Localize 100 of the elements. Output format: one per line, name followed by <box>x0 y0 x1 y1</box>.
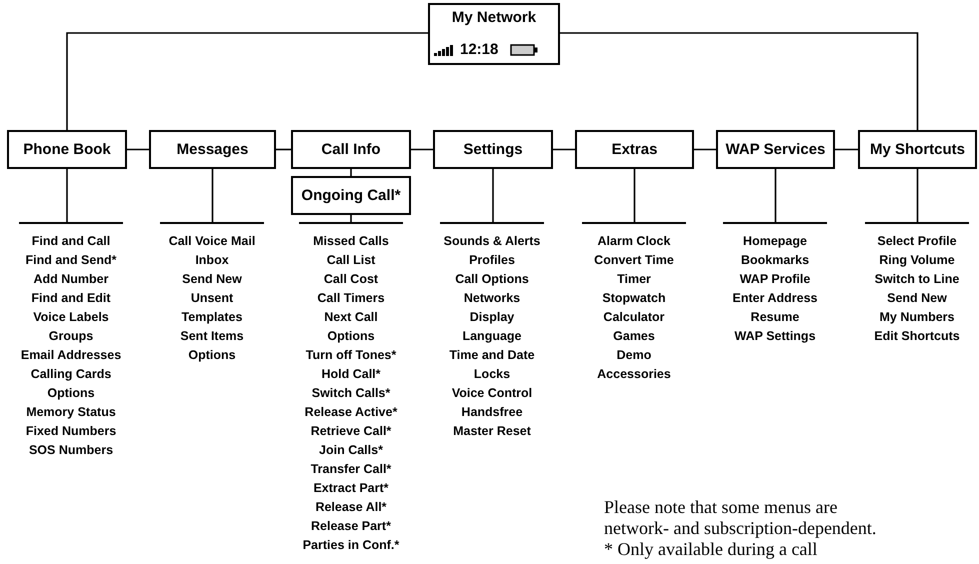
submenu-item: Master Reset <box>453 423 531 440</box>
menu-title: Phone Book <box>23 141 111 158</box>
submenu-item: Call Cost <box>324 271 378 288</box>
submenu-item: Retrieve Call* <box>310 423 392 440</box>
submenu-item: My Numbers <box>879 309 955 326</box>
submenu-item: Ring Volume <box>879 252 955 269</box>
submenu-item: Switch Calls* <box>312 385 390 402</box>
submenu-item: Memory Status <box>26 404 116 421</box>
menu-box <box>575 130 694 169</box>
menu-box <box>291 176 411 215</box>
submenu-item: Profiles <box>469 252 515 269</box>
screen-title: My Network <box>450 9 538 26</box>
submenu-item: Games <box>613 328 655 345</box>
submenu-item: Timer <box>617 271 651 288</box>
submenu-item: Language <box>462 328 522 345</box>
connector-line <box>634 169 636 222</box>
submenu-item: Groups <box>48 328 94 345</box>
connector-line <box>560 32 918 130</box>
submenu-item: Turn off Tones* <box>306 347 396 364</box>
submenu-item: Unsent <box>190 290 234 307</box>
connector-line <box>350 169 352 176</box>
submenu-item: Homepage <box>743 233 807 250</box>
connector-line <box>66 169 68 222</box>
submenu-item: Locks <box>474 366 510 383</box>
submenu-item: Send New <box>887 290 947 307</box>
submenu-item: Calling Cards <box>30 366 112 383</box>
submenu-item: Stopwatch <box>602 290 666 307</box>
submenu-item: Extract Part* <box>313 480 389 497</box>
connector-line <box>66 32 428 130</box>
submenu-item: Time and Date <box>449 347 535 364</box>
submenu-item: Next Call <box>324 309 378 326</box>
menu-box <box>291 130 411 169</box>
submenu-item: Voice Labels <box>33 309 109 326</box>
submenu-item: Inbox <box>195 252 229 269</box>
submenu-item: Options <box>188 347 236 364</box>
menu-title: Messages <box>176 141 248 158</box>
footnote-text: * Only available during a call <box>604 539 818 560</box>
submenu-item: Voice Control <box>452 385 532 402</box>
submenu-item: Accessories <box>597 366 671 383</box>
submenu-item: Select Profile <box>877 233 957 250</box>
submenu-item: Edit Shortcuts <box>874 328 960 345</box>
submenu-item: Transfer Call* <box>310 461 392 478</box>
submenu-item: Templates <box>182 309 242 326</box>
footnote-text: Please note that some menus are network- and subscription-dependent. <box>604 497 878 539</box>
submenu-item: Add Number <box>34 271 108 288</box>
menu-title: WAP Services <box>726 141 826 158</box>
menu-box <box>7 130 127 169</box>
submenu-item: Parties in Conf.* <box>302 537 400 554</box>
submenu-item: Send New <box>182 271 242 288</box>
submenu-item: Calculator <box>603 309 665 326</box>
connector-line <box>127 148 149 150</box>
submenu-item: Sent Items <box>180 328 244 345</box>
submenu-item: Call Voice Mail <box>168 233 256 250</box>
submenu-item: Hold Call* <box>321 366 381 383</box>
submenu-item: WAP Profile <box>740 271 810 288</box>
submenu-item: Missed Calls <box>313 233 389 250</box>
submenu-item: Call Options <box>455 271 529 288</box>
submenu-item: Resume <box>750 309 800 326</box>
connector-line <box>350 215 352 222</box>
menu-box <box>433 130 553 169</box>
submenu-item: Convert Time <box>594 252 674 269</box>
submenu-item: Handsfree <box>461 404 523 421</box>
menu-box <box>149 130 276 169</box>
submenu-item: Join Calls* <box>319 442 383 459</box>
menu-title: Extras <box>612 141 658 158</box>
submenu-item: Sounds & Alerts <box>444 233 540 250</box>
submenu-item: Options <box>47 385 95 402</box>
connector-line <box>276 148 291 150</box>
connector-line <box>774 169 776 222</box>
phone-screen-box <box>428 3 560 65</box>
submenu-item: Email Addresses <box>20 347 122 364</box>
connector-line <box>835 148 858 150</box>
submenu-item: Release All* <box>315 499 387 516</box>
submenu-item: Find and Send* <box>26 252 116 269</box>
submenu-item: Networks <box>464 290 520 307</box>
connector-line <box>411 148 433 150</box>
submenu-item: Display <box>470 309 514 326</box>
submenu-item: WAP Settings <box>734 328 816 345</box>
submenu-item: Find and Call <box>32 233 110 250</box>
connector-line <box>553 148 575 150</box>
submenu-item: Alarm Clock <box>598 233 670 250</box>
menu-box <box>858 130 977 169</box>
connector-line <box>212 169 214 222</box>
submenu-item: Fixed Numbers <box>26 423 116 440</box>
connector-line <box>694 148 716 150</box>
menu-title: Ongoing Call* <box>301 187 401 204</box>
menu-box <box>716 130 835 169</box>
submenu-item: Call Timers <box>317 290 385 307</box>
submenu-item: SOS Numbers <box>28 442 114 459</box>
clock-time: 12:18 <box>460 41 498 58</box>
submenu-item: Call List <box>326 252 376 269</box>
menu-title: My Shortcuts <box>870 141 965 158</box>
submenu-item: Bookmarks <box>740 252 810 269</box>
submenu-item: Release Part* <box>311 518 391 535</box>
submenu-list <box>299 222 403 552</box>
submenu-item: Options <box>327 328 375 345</box>
submenu-item: Switch to Line <box>874 271 960 288</box>
submenu-item: Find and Edit <box>31 290 111 307</box>
connector-line <box>492 169 494 222</box>
connector-line <box>916 169 918 222</box>
